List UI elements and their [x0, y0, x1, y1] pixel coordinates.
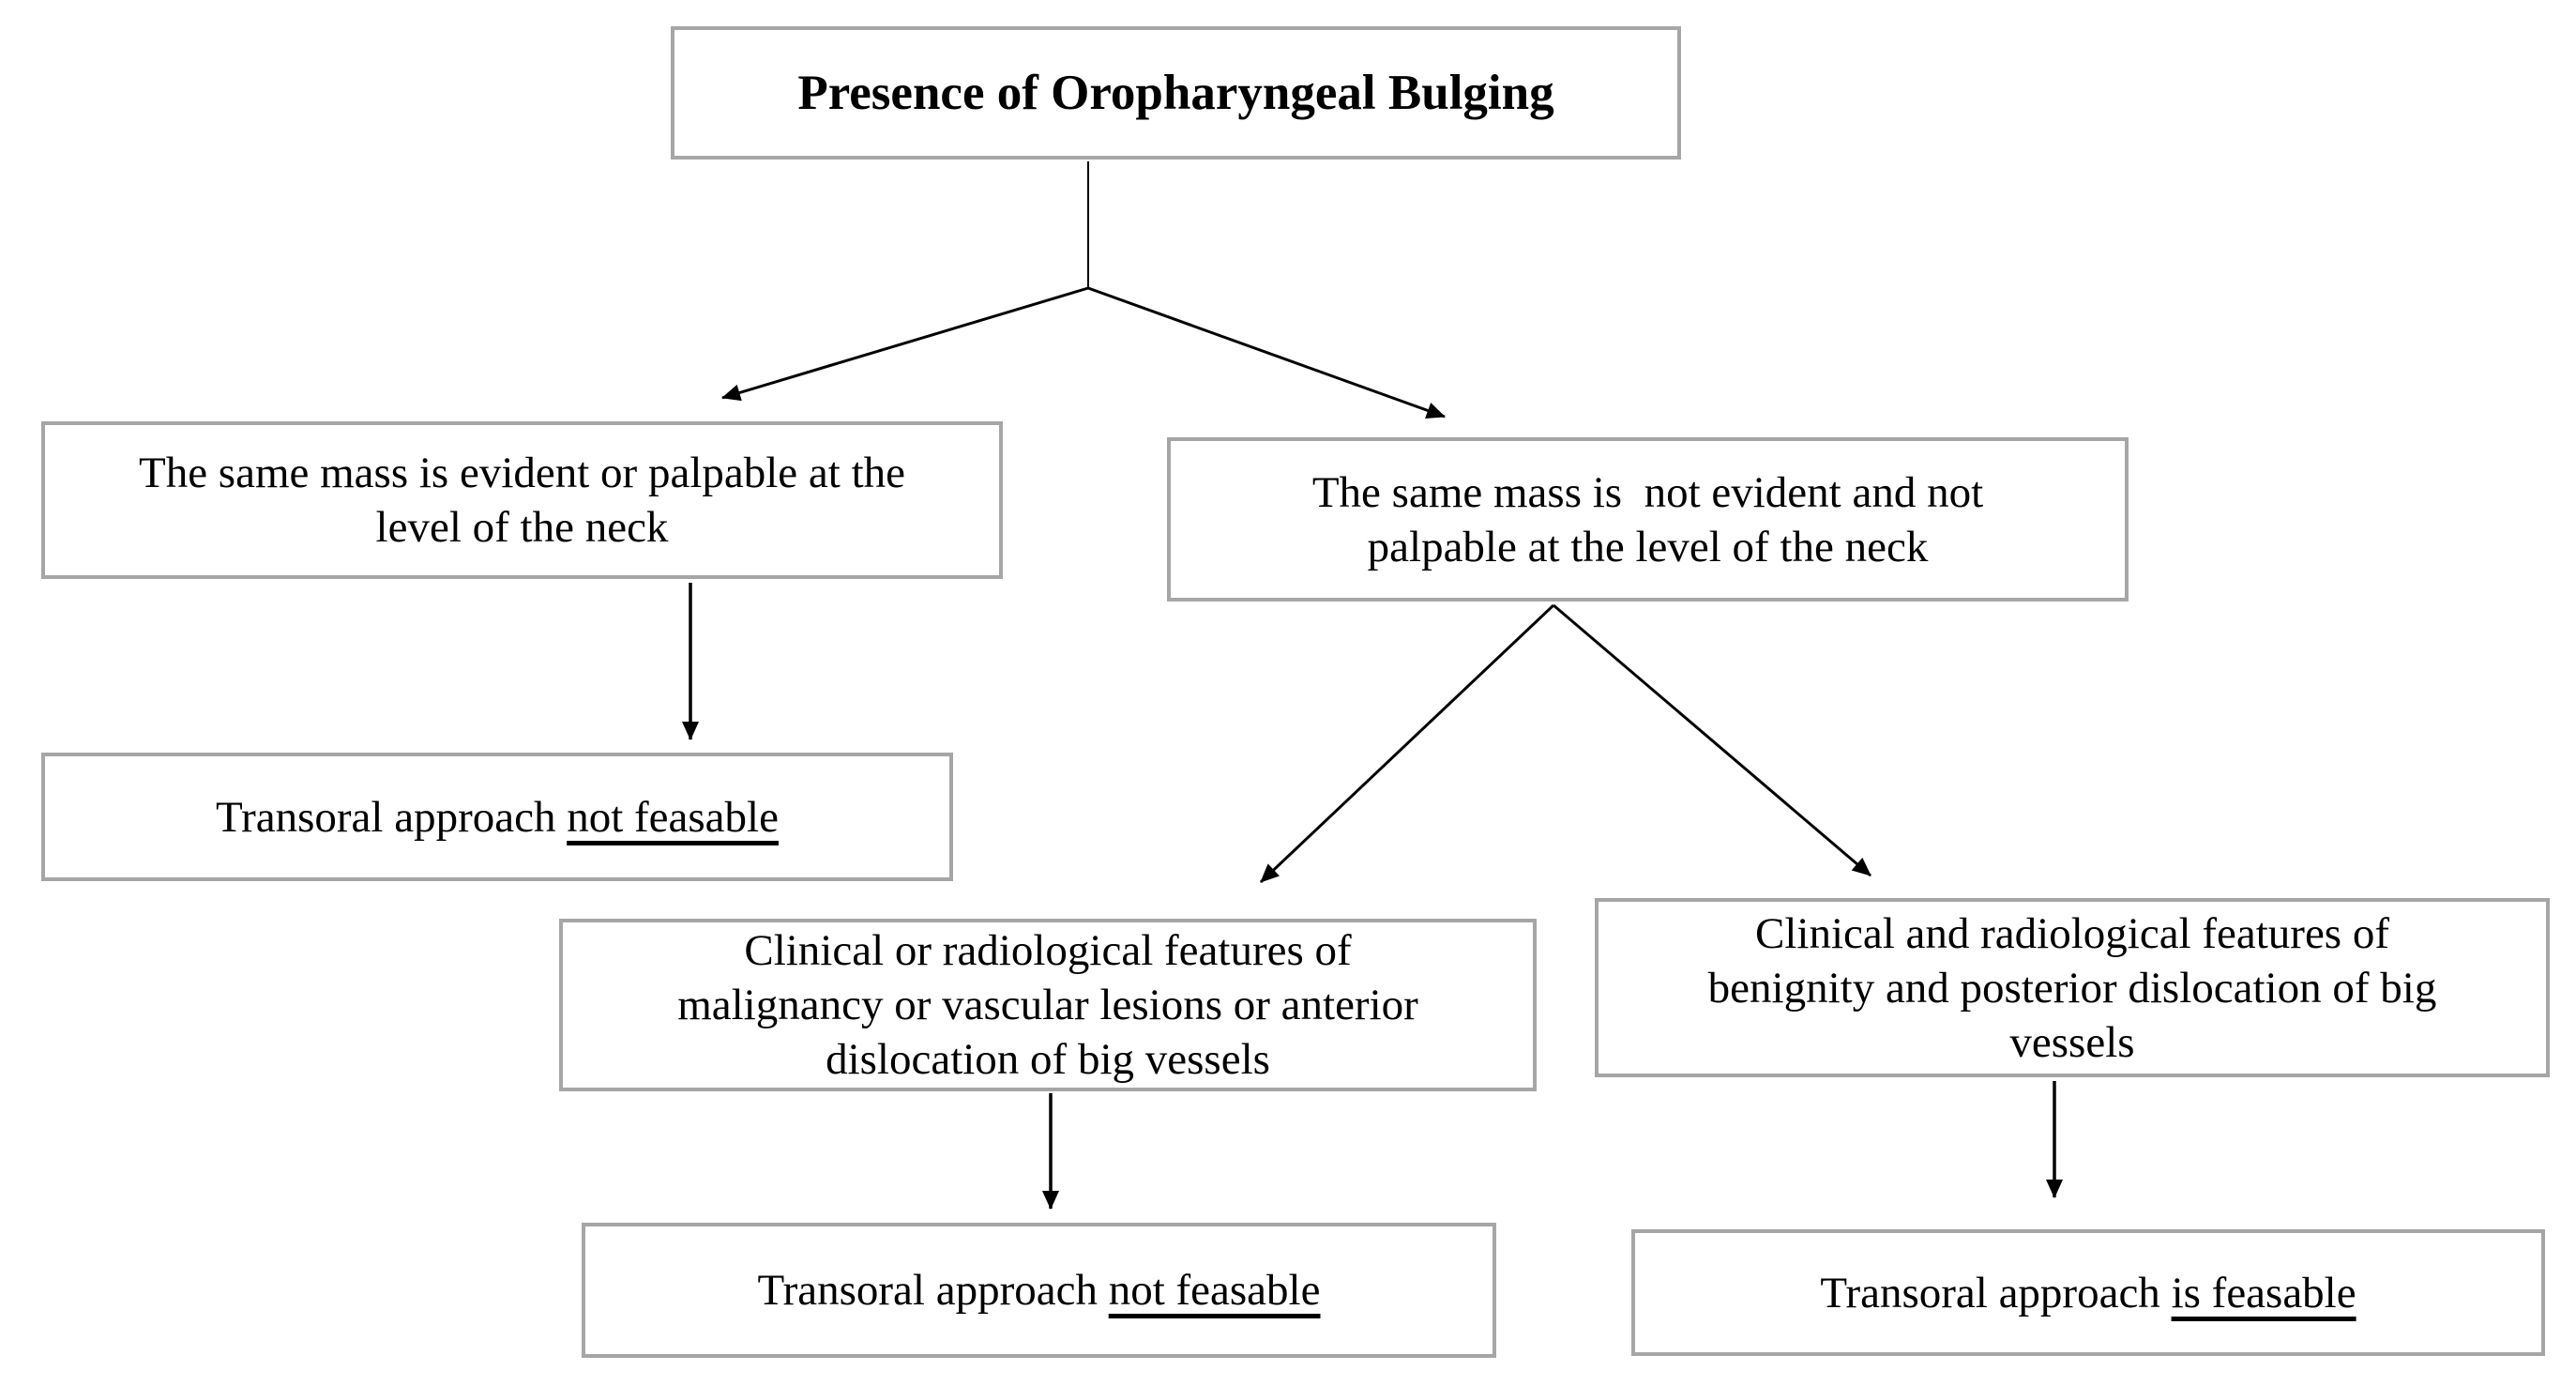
outcome-middle-emphasis: not feasable: [1108, 1266, 1321, 1315]
node-mass-evident-text: The same mass is evident or palpable at …: [138, 449, 905, 552]
arrow-not-evident-to-malignancy: [1259, 603, 1555, 884]
node-features-malignancy-text: Clinical or radiological features of mal…: [677, 926, 1418, 1084]
outcome-right-prefix: Transoral approach: [1820, 1268, 2172, 1317]
node-outcome-is-feasable: Transoral approach is feasable: [1631, 1229, 2545, 1356]
node-outcome-not-feasable-left-text: Transoral approach not feasable: [201, 790, 794, 845]
node-outcome-not-feasable-middle: Transoral approach not feasable: [582, 1223, 1496, 1358]
outcome-left-prefix: Transoral approach: [216, 792, 568, 842]
arrow-root-to-not-evident: [1087, 286, 1446, 419]
outcome-right-emphasis: is feasable: [2171, 1268, 2356, 1317]
node-mass-evident: The same mass is evident or palpable at …: [41, 421, 1003, 579]
node-outcome-is-feasable-text: Transoral approach is feasable: [1805, 1266, 2371, 1320]
outcome-middle-prefix: Transoral approach: [757, 1266, 1109, 1315]
node-outcome-not-feasable-left: Transoral approach not feasable: [41, 753, 953, 881]
node-features-malignancy: Clinical or radiological features of mal…: [559, 919, 1537, 1091]
node-features-benignity-text: Clinical and radiological features of be…: [1707, 908, 2437, 1067]
node-title-text: Presence of Oropharyngeal Bulging: [797, 66, 1554, 120]
arrow-not-evident-to-benignity: [1553, 603, 1871, 877]
node-mass-not-evident: The same mass is not evident and not pal…: [1167, 437, 2129, 602]
node-features-benignity: Clinical and radiological features of be…: [1595, 898, 2550, 1077]
outcome-left-emphasis: not feasable: [567, 792, 779, 842]
arrow-root-to-evident: [721, 286, 1089, 402]
node-mass-not-evident-text: The same mass is not evident and not pal…: [1311, 467, 1984, 571]
node-presence-of-oropharyngeal-bulging: Presence of Oropharyngeal Bulging: [671, 26, 1681, 160]
node-outcome-not-feasable-middle-text: Transoral approach not feasable: [743, 1263, 1336, 1317]
